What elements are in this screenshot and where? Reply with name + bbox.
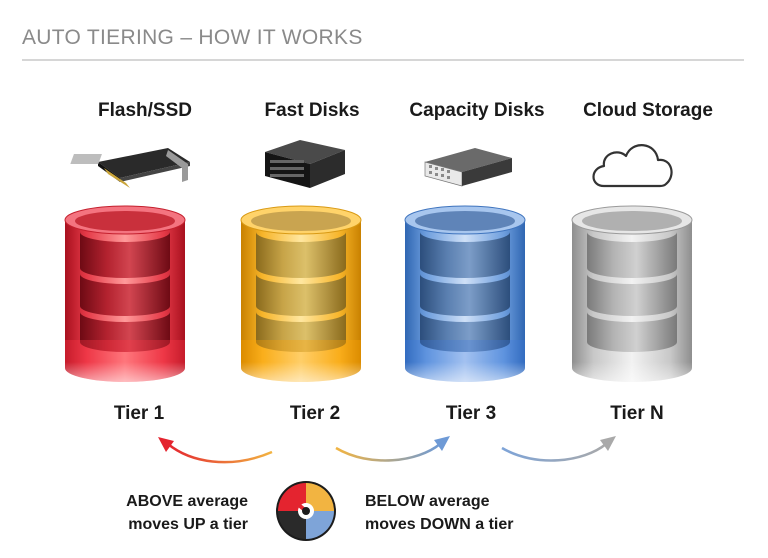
below-average-legend: BELOW average moves DOWN a tier bbox=[365, 490, 513, 536]
tier-n-cylinder bbox=[562, 205, 702, 400]
tier-3-cylinder bbox=[395, 205, 535, 400]
tier-2-cylinder bbox=[231, 205, 371, 400]
speedometer-icon bbox=[276, 481, 336, 541]
move-down-arrow-tier3 bbox=[501, 436, 616, 462]
tier-2-heading: Fast Disks bbox=[264, 100, 360, 121]
ssd-card-icon bbox=[70, 148, 190, 188]
tier-3-label: Tier 3 bbox=[445, 403, 497, 424]
above-average-line2: moves UP a tier bbox=[128, 516, 248, 533]
tier-n-label: Tier N bbox=[610, 403, 664, 424]
move-up-arrow bbox=[158, 437, 273, 464]
tier-n-heading: Cloud Storage bbox=[583, 100, 713, 121]
tier-1-label: Tier 1 bbox=[113, 403, 165, 424]
above-average-legend: ABOVE average moves UP a tier bbox=[108, 490, 248, 536]
below-average-line2: moves DOWN a tier bbox=[365, 516, 514, 533]
title-divider bbox=[22, 59, 744, 61]
tier-2-label: Tier 2 bbox=[289, 403, 341, 424]
tier-1-cylinder bbox=[55, 205, 195, 400]
tier-3-heading: Capacity Disks bbox=[409, 100, 545, 121]
cloud-icon bbox=[592, 144, 673, 188]
disk-enclosure-icon bbox=[265, 140, 345, 188]
rack-server-icon bbox=[424, 148, 512, 187]
below-average-line1: BELOW average bbox=[365, 493, 490, 510]
page-title: AUTO TIERING – HOW IT WORKS bbox=[22, 26, 363, 49]
tier-1-heading: Flash/SSD bbox=[98, 100, 192, 121]
above-average-line1: ABOVE average bbox=[126, 493, 248, 510]
move-down-arrow-tier2 bbox=[335, 436, 450, 462]
